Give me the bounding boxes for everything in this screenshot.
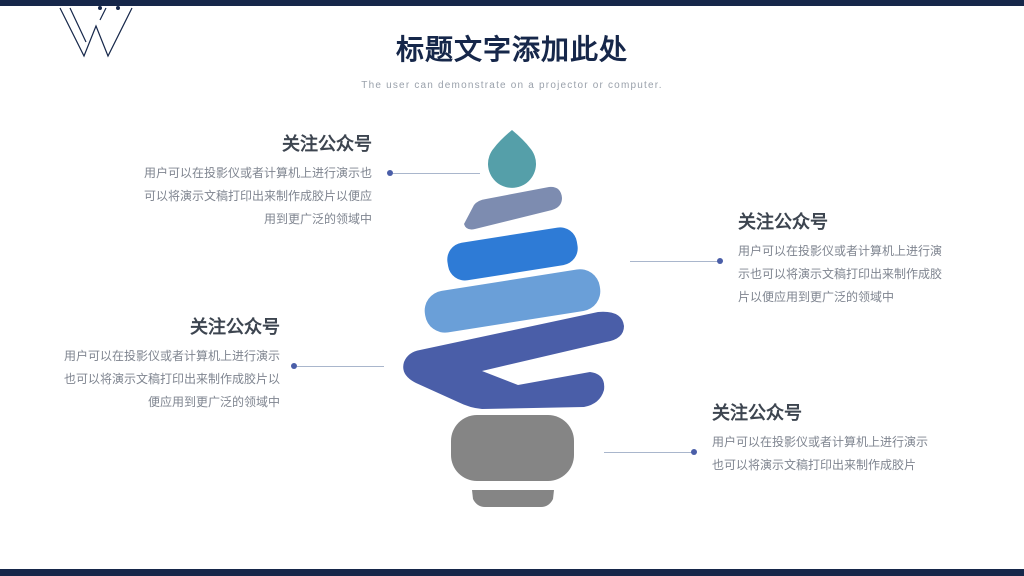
top-border-bar: [0, 0, 1024, 6]
block-text: 用户可以在投影仪或者计算机上进行演 示也可以将演示文稿打印出来制作成胶 片以便应…: [738, 240, 973, 309]
connector-dot: [691, 449, 697, 455]
page-subtitle: The user can demonstrate on a projector …: [361, 80, 663, 91]
text-line: 示也可以将演示文稿打印出来制作成胶: [738, 267, 943, 281]
info-block-1: 关注公众号 用户可以在投影仪或者计算机上进行演示也 可以将演示文稿打印出来制作成…: [120, 130, 372, 231]
band-indigo-zigzag: [403, 311, 624, 409]
droplet-shape: [488, 130, 536, 188]
block-text: 用户可以在投影仪或者计算机上进行演示 也可以将演示文稿打印出来制作成胶片以 便应…: [40, 345, 280, 414]
block-heading: 关注公众号: [282, 134, 372, 155]
text-line: 也可以将演示文稿打印出来制作成胶片以: [63, 372, 280, 386]
block-heading: 关注公众号: [190, 317, 280, 338]
text-line: 便应用到更广泛的领域中: [147, 395, 280, 409]
connector-line: [604, 452, 692, 453]
page-title: 标题文字添加此处: [395, 33, 628, 66]
bottom-border-bar: [0, 569, 1024, 576]
text-line: 用户可以在投影仪或者计算机上进行演示: [63, 349, 280, 363]
connector-dot: [291, 363, 297, 369]
block-heading: 关注公众号: [738, 212, 828, 233]
text-line: 用户可以在投影仪或者计算机上进行演示也: [143, 166, 372, 180]
text-line: 用户可以在投影仪或者计算机上进行演示: [712, 435, 929, 449]
text-line: 用户可以在投影仪或者计算机上进行演: [738, 244, 943, 258]
band-slate: [464, 186, 562, 230]
connector-line: [393, 173, 480, 174]
connector-dot: [717, 258, 723, 264]
connector-line: [297, 366, 384, 367]
text-line: 用到更广泛的领域中: [263, 212, 372, 226]
text-line: 片以便应用到更广泛的领域中: [738, 290, 895, 304]
block-text: 用户可以在投影仪或者计算机上进行演示 也可以将演示文稿打印出来制作成胶片: [712, 431, 962, 477]
block-heading: 关注公众号: [712, 403, 802, 424]
base-gray: [451, 415, 574, 481]
info-block-4: 关注公众号 用户可以在投影仪或者计算机上进行演示 也可以将演示文稿打印出来制作成…: [712, 399, 962, 477]
connector-line: [630, 261, 718, 262]
w-logo-icon: [59, 6, 133, 58]
info-block-2: 关注公众号 用户可以在投影仪或者计算机上进行演示 也可以将演示文稿打印出来制作成…: [40, 313, 280, 414]
connector-dot: [387, 170, 393, 176]
block-text: 用户可以在投影仪或者计算机上进行演示也 可以将演示文稿打印出来制作成胶片以便应 …: [120, 162, 372, 231]
base-cap-gray: [472, 490, 554, 507]
info-block-3: 关注公众号 用户可以在投影仪或者计算机上进行演 示也可以将演示文稿打印出来制作成…: [738, 208, 973, 309]
band-blue: [447, 227, 578, 281]
text-line: 可以将演示文稿打印出来制作成胶片以便应: [143, 189, 372, 203]
band-light-blue: [424, 269, 601, 333]
text-line: 也可以将演示文稿打印出来制作成胶片: [712, 458, 917, 472]
